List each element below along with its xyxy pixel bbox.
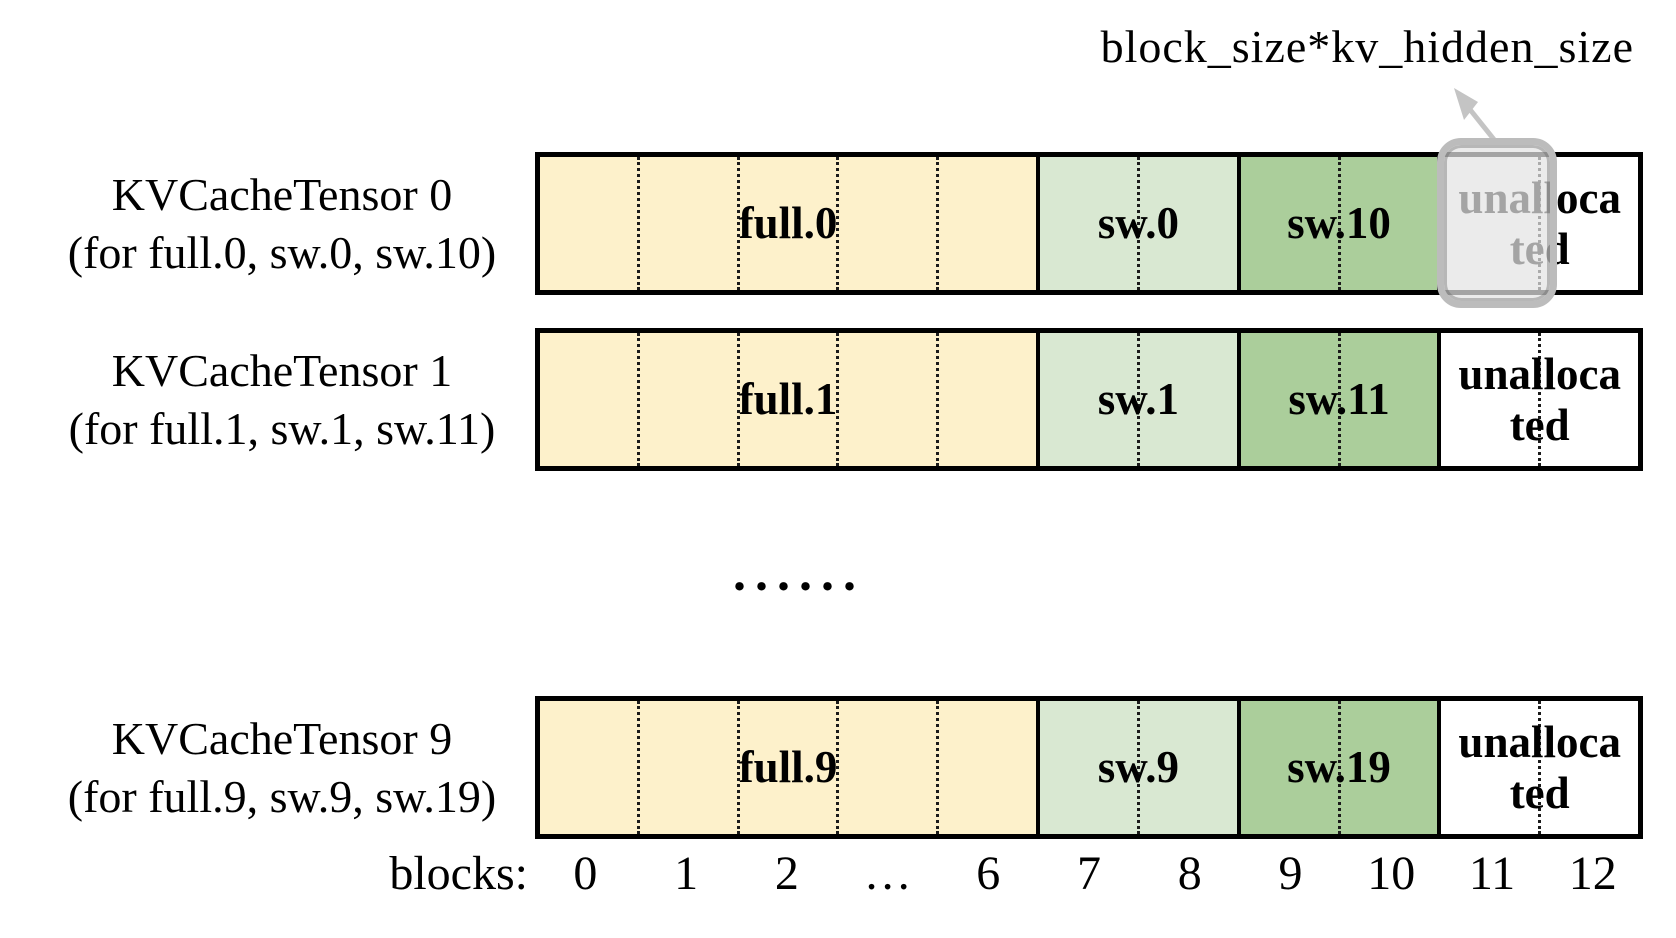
block-cell [1337, 333, 1438, 466]
axis-tick: 2 [774, 847, 799, 900]
tensor-label: KVCacheTensor 0 (for full.0, sw.0, sw.10) [36, 152, 528, 295]
blocks-axis-label: blocks: [389, 847, 528, 900]
block-cell [936, 333, 1036, 466]
tensor-label: KVCacheTensor 1 (for full.1, sw.1, sw.11) [36, 328, 528, 471]
block-cell [636, 701, 737, 834]
tensor-name: KVCacheTensor 9 [111, 712, 453, 764]
tensor-name: KVCacheTensor 0 [111, 168, 453, 220]
tensor-subtitle: (for full.1, sw.1, sw.11) [68, 402, 496, 454]
segment-full: full.0 [540, 157, 1037, 290]
axis-tick: 0 [573, 847, 598, 900]
axis-tick: 6 [976, 847, 1001, 900]
axis-tick: 1 [674, 847, 699, 900]
segment-sw_high: sw.19 [1236, 701, 1438, 834]
axis-tick: 7 [1077, 847, 1102, 900]
axis-tick: 11 [1468, 847, 1516, 900]
segment-unallocated: unalloca ted [1437, 701, 1639, 834]
segment-full: full.9 [540, 701, 1037, 834]
block-cell [1441, 701, 1538, 834]
block-cell [1538, 333, 1638, 466]
block-cell [836, 333, 936, 466]
tensor-row: KVCacheTensor 9 (for full.9, sw.9, sw.19)… [0, 696, 1676, 839]
axis-tick: 8 [1177, 847, 1202, 900]
block-cell [540, 157, 637, 290]
block-cell [1040, 701, 1137, 834]
block-cell [540, 701, 637, 834]
tensor-name: KVCacheTensor 1 [111, 344, 453, 396]
block-cell [1538, 701, 1638, 834]
block-cell [1136, 157, 1237, 290]
block-cell [836, 157, 936, 290]
block-cell [1136, 701, 1237, 834]
annotation-arrow-icon [1454, 88, 1498, 144]
block-cell [1136, 333, 1237, 466]
highlight-box [1437, 138, 1557, 308]
block-cell [1241, 157, 1338, 290]
segment-sw_low: sw.9 [1036, 701, 1237, 834]
more-tensors-ellipsis: ...... [733, 545, 865, 602]
block-cell [736, 333, 837, 466]
tensor-subtitle: (for full.0, sw.0, sw.10) [67, 226, 497, 278]
block-cell [540, 333, 637, 466]
block-cell [1040, 157, 1137, 290]
block-cell [1441, 333, 1538, 466]
tensor-label: KVCacheTensor 9 (for full.9, sw.9, sw.19) [36, 696, 528, 839]
tensor-row: KVCacheTensor 0 (for full.0, sw.0, sw.10)… [0, 152, 1676, 295]
axis-tick: 10 [1367, 847, 1416, 900]
block-cell [1337, 157, 1438, 290]
block-cell [1241, 701, 1338, 834]
tensor-row: KVCacheTensor 1 (for full.1, sw.1, sw.11)… [0, 328, 1676, 471]
segment-full: full.1 [540, 333, 1037, 466]
axis-tick: … [863, 847, 912, 900]
segment-sw_high: sw.10 [1236, 157, 1438, 290]
block-cell [836, 701, 936, 834]
block-cell [736, 701, 837, 834]
block-cell [1337, 701, 1438, 834]
block-cell [936, 701, 1036, 834]
segment-sw_low: sw.1 [1036, 333, 1237, 466]
segment-unallocated: unalloca ted [1437, 333, 1639, 466]
block-size-annotation: block_size*kv_hidden_size [1100, 21, 1634, 72]
block-cell [1241, 333, 1338, 466]
segment-sw_high: sw.11 [1236, 333, 1438, 466]
block-cell [736, 157, 837, 290]
axis-tick: 12 [1568, 847, 1617, 900]
block-cell [936, 157, 1036, 290]
tensor-subtitle: (for full.9, sw.9, sw.19) [67, 770, 497, 822]
block-cell [636, 333, 737, 466]
segment-sw_low: sw.0 [1036, 157, 1237, 290]
block-cell [636, 157, 737, 290]
axis-tick: 9 [1278, 847, 1303, 900]
block-cell [1040, 333, 1137, 466]
